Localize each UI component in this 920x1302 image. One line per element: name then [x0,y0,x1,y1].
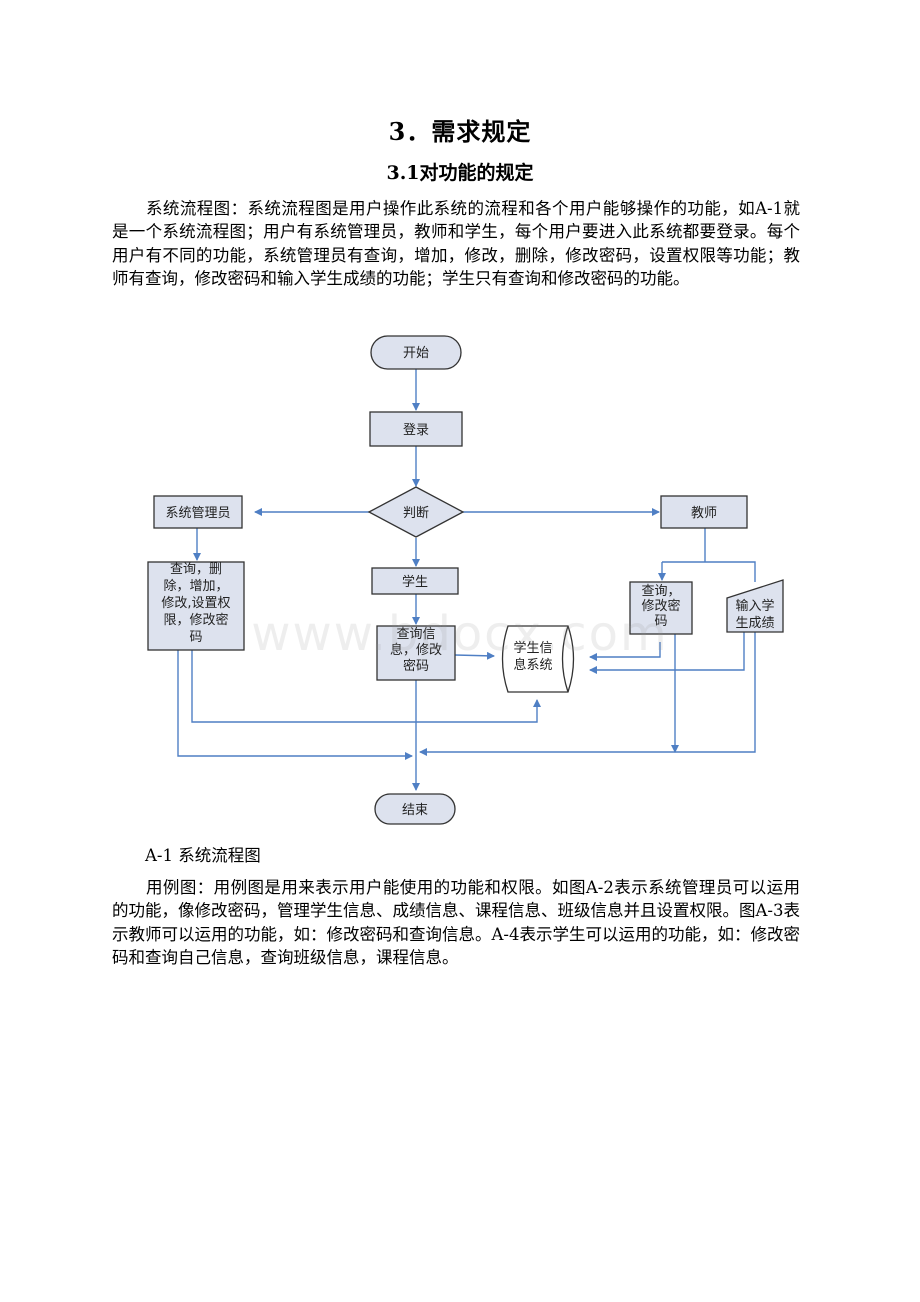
adminf-line: 限，修改密 [163,612,228,628]
login-node: 登录 [369,411,463,447]
decision-label: 判断 [403,506,429,521]
ti-line: 生成绩 [735,616,774,631]
student-info-system-label: 学生信息系统 [513,640,552,673]
admin-functions-node: 查询，删除，增加，修改,设置权限，修改密码 [147,561,245,651]
login-line: 登录 [403,423,429,438]
login-label: 登录 [403,423,429,438]
end-line: 结束 [402,803,428,818]
teacher-query-node: 查询，修改密码 [629,581,693,635]
paragraph-usecase-intro: 用例图：用例图是用来表示用户能使用的功能和权限。如图A-2表示系统管理员可以运用… [112,878,800,968]
student-line: 学生 [402,574,428,590]
system-flowchart: 开始 登录 判断 系统管理员 教师 学生 查询，删除，增加，修改,设置权限，修改… [147,335,784,825]
ti-line: 输入学 [735,598,774,614]
teacher-node: 教师 [660,495,748,529]
teacher-input-grades-label: 输入学生成绩 [735,598,774,631]
student-node: 学生 [371,567,459,595]
teacher-label: 教师 [691,505,717,521]
studentf-line: 息，修改 [390,642,442,658]
admin-functions-label: 查询，删除，增加，修改,设置权限，修改密码 [161,562,230,645]
adminf-line: 修改,设置权 [161,595,230,611]
subsection-heading: 3.1对功能的规定 [386,162,534,184]
admin-node: 系统管理员 [153,495,243,529]
decision-line: 判断 [403,506,429,521]
student-info-system-node: 学生信息系统 [501,625,575,693]
studentf-line: 密码 [403,658,429,674]
end-label: 结束 [402,803,428,818]
tq-line: 码 [654,614,667,629]
student-functions-label: 查询信息，修改密码 [390,627,442,674]
section-heading: 3．需求规定 [388,117,532,146]
start-line: 开始 [403,346,429,361]
student-functions-node: 查询信息，修改密码 [376,625,456,681]
teacher-input-grades-node: 输入学生成绩 [726,579,784,633]
db-line: 息系统 [513,657,552,673]
decision-node: 判断 [367,486,465,538]
start-label: 开始 [403,346,429,361]
adminf-line: 查询，删 [170,562,222,577]
figure-caption: A-1 系统流程图 [145,846,261,865]
tq-line: 修改密 [641,598,680,614]
paragraph-flowchart-intro: 系统流程图：系统流程图是用户操作此系统的流程和各个用户能够操作的功能，如A-1就… [112,199,800,289]
adminf-line: 码 [189,630,202,645]
admin-line: 系统管理员 [165,506,230,521]
student-label: 学生 [402,574,428,590]
admin-label: 系统管理员 [165,506,230,521]
flow-connectors [177,369,756,791]
start-node: 开始 [370,335,462,370]
teacher-query-label: 查询，修改密码 [641,584,680,629]
adminf-line: 除，增加， [163,579,228,594]
teacher-line: 教师 [691,505,717,521]
studentf-line: 查询信 [396,627,435,642]
db-line: 学生信 [513,640,552,656]
tq-line: 查询， [641,584,680,599]
end-node: 结束 [374,793,456,825]
